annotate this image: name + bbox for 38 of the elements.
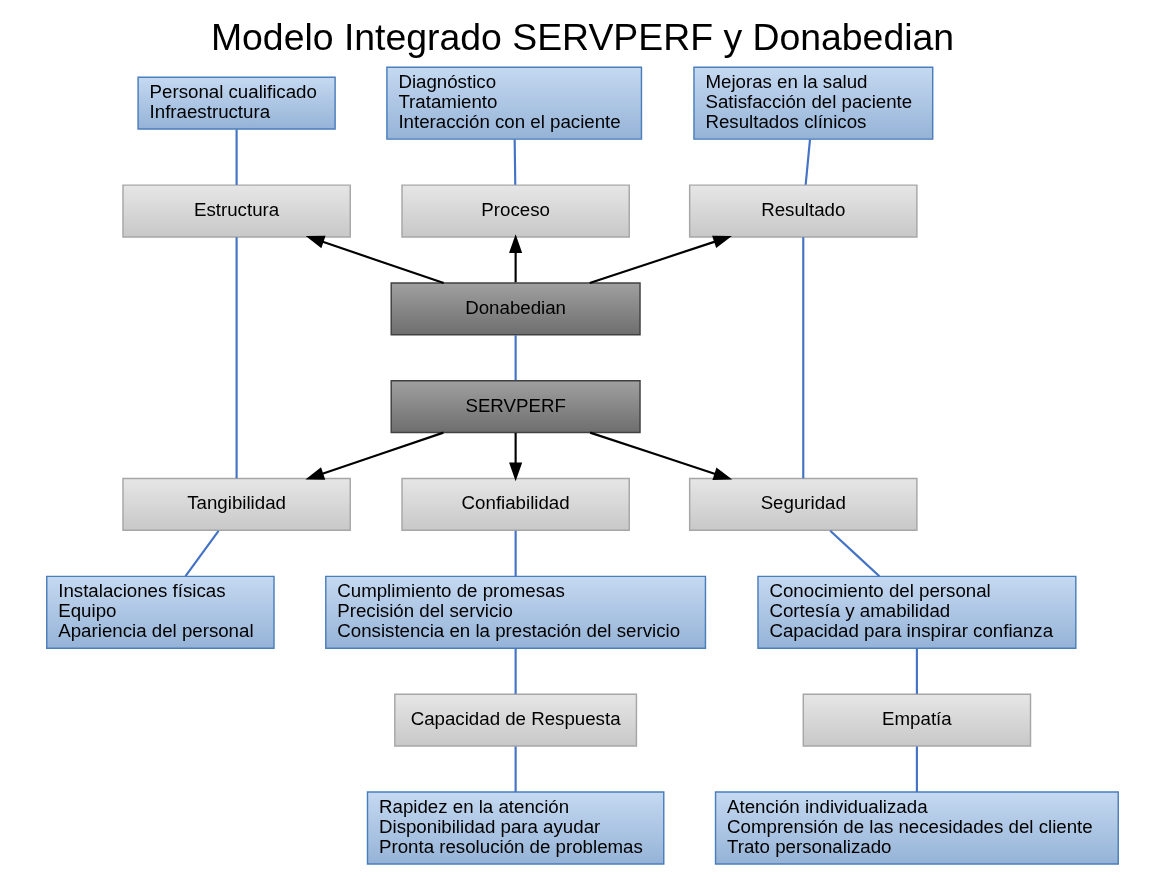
node-box: Proceso xyxy=(401,184,630,238)
node-box: Personal cualificado Infraestructura xyxy=(137,76,336,130)
connector xyxy=(829,529,881,578)
node-box: Capacidad de Respuesta xyxy=(394,693,638,747)
connector xyxy=(235,237,238,479)
node-box: Resultado xyxy=(688,184,918,238)
connector xyxy=(514,746,517,792)
arrow xyxy=(509,433,523,482)
arrow xyxy=(589,431,733,480)
node-box: Cumplimiento de promesas Precisión del servicio Consistencia en la prestación del servicio xyxy=(325,575,707,649)
node-box: SERVPERF xyxy=(390,380,641,434)
connector xyxy=(804,139,812,185)
node-box: Conocimiento del personal Cortesía y amabilidad Capacidad para inspirar confianza xyxy=(757,575,1077,649)
connector xyxy=(514,335,517,381)
connector xyxy=(802,237,805,479)
connector xyxy=(915,648,918,694)
arrow xyxy=(305,431,444,480)
node-box: Atención individualizada Comprensión de las necesidades del cliente Trato personalizado xyxy=(714,791,1119,865)
node-box: Tangibilidad xyxy=(122,477,351,532)
node-box: Donabedian xyxy=(390,282,641,336)
node-box: Confiabilidad xyxy=(401,477,630,532)
arrow xyxy=(509,234,523,283)
node-box: Seguridad xyxy=(688,477,918,532)
node-box: Mejoras en la salud Satisfacción del paciente Resultados clínicos xyxy=(693,66,934,140)
connector xyxy=(514,530,517,577)
arrow xyxy=(589,235,732,284)
connector xyxy=(514,648,517,694)
connector xyxy=(235,129,238,185)
connector xyxy=(915,746,918,792)
node-box: Instalaciones físicas Equipo Apariencia del personal xyxy=(46,575,275,649)
connector xyxy=(513,139,517,185)
node-box: Empatía xyxy=(802,693,1032,747)
node-box: Estructura xyxy=(122,184,351,238)
diagram-title: Modelo Integrado SERVPERF y Donabedian xyxy=(210,15,955,58)
node-box: Rapidez en la atención Disponibilidad para ayudar Pronta resolución de problemas xyxy=(366,791,665,865)
node-box: Diagnóstico Tratamiento Interacción con el paciente xyxy=(386,66,643,140)
connector xyxy=(184,530,220,577)
arrow xyxy=(305,235,445,284)
